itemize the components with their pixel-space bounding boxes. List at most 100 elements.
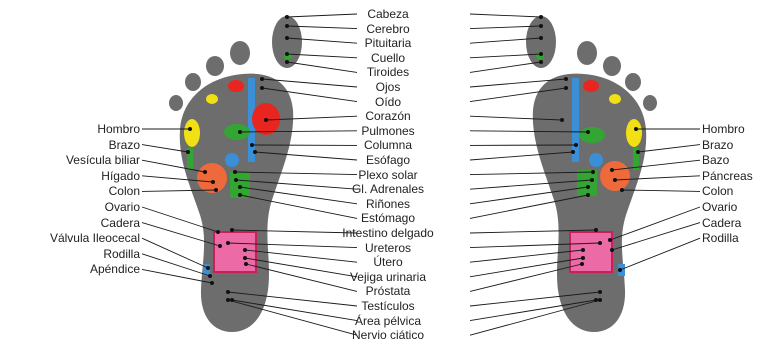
right-col-point-bazo (610, 168, 614, 172)
left-leader-tiroides (286, 61, 358, 73)
right-col-point-rodilla (618, 268, 622, 272)
right-col-leader-rodilla (619, 237, 701, 271)
center-label-tiroides: Tiroides (366, 65, 410, 80)
right-col-leader-bazo (611, 159, 701, 171)
left-leader-utero (244, 249, 358, 263)
right-arm-green (633, 148, 639, 170)
right-point-prostata (580, 262, 584, 266)
center-label-rinones: Riñones (365, 196, 411, 211)
right-label-brazo: Brazo (702, 137, 734, 152)
right-point-oido (564, 86, 568, 90)
center-label-pituitaria: Pituitaria (364, 36, 412, 51)
right-col-leader-ovario (609, 206, 701, 241)
right-leader-area-pelvica (469, 299, 597, 322)
left-leader-area-pelvica (231, 299, 358, 322)
left-col-leader-valvula-ileocecal (141, 237, 209, 269)
center-label-prostata: Próstata (365, 284, 411, 299)
left-toe-2 (230, 41, 250, 65)
left-col-leader-apendice (141, 268, 213, 284)
left-point-tiroides (285, 60, 289, 64)
left-label-brazo: Brazo (108, 137, 140, 152)
right-col-point-brazo (636, 150, 640, 154)
left-col-point-valvula-ileocecal (206, 266, 210, 270)
right-shoulder-yellow (626, 119, 642, 147)
left-point-corazon (264, 118, 268, 122)
left-point-nervio-ciatico (226, 298, 230, 302)
right-leader-intestino-delgado (469, 229, 597, 234)
left-leader-cuello (286, 53, 358, 59)
right-point-tiroides (539, 60, 543, 64)
left-leader-prostata (245, 263, 358, 292)
center-label-testiculos: Testículos (361, 299, 415, 313)
left-shoulder-yellow (184, 119, 200, 147)
left-label-apendice: Apéndice (89, 262, 140, 277)
left-point-rinones (238, 185, 242, 189)
left-red-small (228, 80, 244, 92)
leader-lines (141, 13, 701, 336)
right-col-point-colon (620, 188, 624, 192)
left-spine-blue (248, 78, 255, 162)
right-point-cerebro (539, 24, 543, 28)
left-leader-ojos (261, 78, 358, 88)
right-red-small (583, 80, 599, 92)
right-blue-dot (589, 153, 603, 167)
center-label-estomago: Estómago (360, 211, 416, 226)
left-yellow-top (206, 94, 218, 104)
left-label-hombro: Hombro (97, 122, 140, 136)
right-point-pituitaria (539, 36, 543, 40)
right-leader-testiculos (469, 291, 601, 307)
left-point-intestino-delgado (230, 228, 234, 232)
left-foot (169, 16, 302, 332)
left-col-point-brazo (186, 150, 190, 154)
left-point-esofago (253, 150, 257, 154)
right-label-cadera: Cadera (702, 215, 742, 230)
left-col-leader-colon (141, 189, 217, 192)
right-point-cuello (539, 52, 543, 56)
right-yellow-top (609, 94, 621, 104)
left-toe-3 (206, 56, 224, 76)
right-col-leader-pancreas (614, 175, 701, 181)
left-leader-cerebro (286, 25, 358, 30)
left-col-point-ovario (216, 230, 220, 234)
right-col-leader-cadera (611, 222, 701, 251)
right-toe-3 (603, 56, 621, 76)
right-leader-pulmones (469, 130, 589, 133)
right-label-ovario: Ovario (702, 200, 738, 214)
left-point-gl-adrenales (234, 178, 238, 182)
right-leader-vejiga-urinaria (469, 257, 584, 278)
left-big-toe (272, 16, 302, 68)
left-col-leader-brazo (141, 144, 189, 153)
right-point-utero (581, 248, 585, 252)
right-sole (532, 73, 647, 332)
right-spine-blue (572, 78, 579, 162)
left-point-testiculos (226, 290, 230, 294)
right-leader-estomago (469, 194, 589, 219)
left-label-valvula-ileocecal: Válvula Ileocecal (49, 231, 140, 246)
right-leader-tiroides (469, 61, 542, 73)
right-label-pancreas: Páncreas (702, 168, 753, 183)
center-label-cerebro: Cerebro (366, 21, 410, 36)
left-point-estomago (238, 193, 242, 197)
left-blue-dot (225, 153, 239, 167)
center-label-corazon: Corazón (365, 109, 411, 124)
left-point-cerebro (285, 24, 289, 28)
center-label-gl-adrenales: Gl. Adrenales (351, 182, 425, 197)
left-label-cadera: Cadera (100, 215, 140, 230)
right-leader-esofago (469, 151, 574, 161)
right-point-vejiga-urinaria (581, 256, 585, 260)
left-col-leader-vesicula-biliar (141, 159, 206, 173)
right-point-cabeza (539, 15, 543, 19)
left-col-point-cadera (218, 244, 222, 248)
right-col-point-pancreas (613, 178, 617, 182)
right-col-point-cadera (610, 248, 614, 252)
center-label-pulmones: Pulmones (361, 123, 415, 138)
left-label-colon: Colon (108, 184, 140, 199)
left-point-plexo-solar (233, 170, 237, 174)
right-adrenal-green (577, 170, 597, 196)
center-label-utero: Útero (373, 255, 403, 270)
center-label-cuello: Cuello (370, 50, 406, 65)
left-col-leader-rodilla (141, 253, 211, 277)
right-leader-pituitaria (469, 37, 542, 44)
left-label-vesicula-biliar: Vesícula biliar (65, 153, 140, 168)
